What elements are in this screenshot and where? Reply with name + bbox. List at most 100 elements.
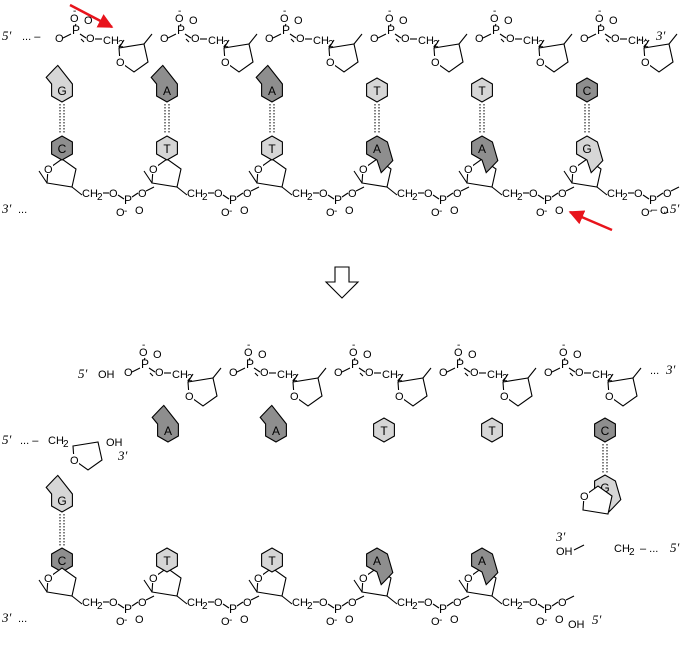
- bond: [272, 33, 282, 39]
- phosphate-oxygen: O: [258, 349, 267, 361]
- bond: [248, 357, 251, 361]
- bond: [353, 579, 363, 593]
- bond: [79, 33, 87, 39]
- bond: [670, 186, 680, 192]
- deoxyribose: O: [114, 43, 149, 73]
- phosphate-oxygen: O: [345, 205, 354, 217]
- phosphorus-atom: P: [456, 357, 464, 371]
- nucleobase: A: [151, 404, 179, 443]
- bond: [642, 194, 650, 200]
- phosphorus-atom: P: [141, 357, 149, 371]
- pyrimidine-ring: [594, 417, 616, 443]
- methylene: CH: [48, 435, 64, 447]
- pyrimidine-ring: [51, 547, 73, 573]
- phosphate-oxygen: O: [349, 347, 358, 359]
- bridging-oxygen: O: [265, 33, 274, 45]
- five-prime-end-label: 5′: [2, 28, 12, 43]
- bond: [643, 39, 650, 49]
- three-prime-end-label: 3′: [555, 529, 566, 544]
- phosphate-oxygen: O: [468, 349, 477, 361]
- phosphorus-atom: P: [544, 193, 552, 207]
- phosphate-oxygen: O: [490, 13, 499, 25]
- bond: [281, 186, 293, 196]
- bond: [491, 595, 503, 605]
- phosphate-oxygen: O: [555, 205, 564, 217]
- bond: [317, 367, 327, 379]
- purine-ring: [259, 404, 287, 443]
- bond: [537, 194, 545, 200]
- bond: [458, 33, 468, 45]
- nucleobase: A: [366, 547, 394, 586]
- base-letter: G: [57, 84, 66, 98]
- bond: [432, 603, 440, 609]
- bond: [502, 373, 509, 383]
- five-prime-end-label: 5′: [670, 201, 680, 216]
- phosphorus-atom: P: [334, 602, 342, 616]
- reaction-arrow: [324, 266, 360, 299]
- pyrimidine-ring: [261, 135, 283, 161]
- bond: [341, 367, 351, 373]
- nucleobase: C: [594, 417, 616, 443]
- phosphate-group: PO-O: [175, 6, 198, 43]
- deoxyribose: O: [68, 441, 103, 471]
- bond: [446, 367, 456, 373]
- methylene: CH: [592, 369, 608, 381]
- phosphorus-atom: P: [439, 602, 447, 616]
- bond: [458, 579, 468, 593]
- bond: [250, 186, 260, 192]
- phosphate-oxygen: O: [431, 207, 440, 219]
- bond: [236, 601, 244, 607]
- subscript-2: 2: [622, 192, 628, 203]
- bond: [248, 579, 258, 593]
- bond: [563, 170, 573, 184]
- phosphorus-atom: P: [246, 357, 254, 371]
- nucleobase: A: [259, 404, 287, 443]
- negative-charge: -: [334, 206, 337, 217]
- bridging-oxygen: O: [260, 367, 269, 379]
- bond: [353, 170, 363, 184]
- bridging-oxygen: O: [296, 33, 305, 45]
- bond: [394, 33, 402, 39]
- base-pair: AT: [150, 64, 178, 161]
- bridging-oxygen: O: [558, 188, 567, 200]
- methylene: CH: [502, 188, 518, 200]
- chain-continuation: ...: [638, 31, 647, 43]
- phosphate-oxygen: O: [139, 347, 148, 359]
- pyrimidine-ring: [261, 547, 283, 573]
- phosphate-oxygen: O: [240, 205, 249, 217]
- bond: [145, 595, 155, 601]
- phosphorus-atom: P: [387, 23, 395, 37]
- ring-oxygen: O: [254, 573, 263, 585]
- bridging-oxygen: O: [214, 188, 223, 200]
- bond: [551, 601, 559, 607]
- bond: [176, 186, 188, 196]
- deoxyribose: O: [183, 377, 218, 407]
- phosphorus-atom: P: [282, 23, 290, 37]
- ring-oxygen: O: [70, 455, 79, 467]
- phosphate-oxygen: O: [84, 15, 93, 27]
- phosphate-group: PO-O: [559, 340, 582, 377]
- bridging-oxygen: O: [558, 597, 567, 609]
- ring-oxygen: O: [500, 391, 509, 403]
- phosphate-group: PO-O: [280, 6, 303, 43]
- three-prime-end-label: 3′: [1, 201, 12, 216]
- deoxyribose: O: [252, 567, 287, 597]
- methylene: CH: [502, 597, 518, 609]
- phosphate-group: PO-O: [490, 6, 513, 43]
- base-letter: A: [163, 84, 171, 98]
- purine-ring: [45, 64, 73, 103]
- negative-charge: -: [334, 615, 337, 626]
- phosphate-group: PO-O: [454, 340, 477, 377]
- five-prime-end-label: 5′: [670, 540, 680, 555]
- phosphate-oxygen: O: [280, 13, 289, 25]
- methylene: CH: [208, 35, 224, 47]
- subscript-2: 2: [517, 192, 523, 203]
- subscript-2: 2: [202, 192, 208, 203]
- ring-oxygen: O: [149, 164, 158, 176]
- nucleobase: T: [471, 77, 493, 103]
- bond: [222, 194, 230, 200]
- ring-o-mask: [567, 163, 578, 174]
- methylene: CH: [103, 35, 119, 47]
